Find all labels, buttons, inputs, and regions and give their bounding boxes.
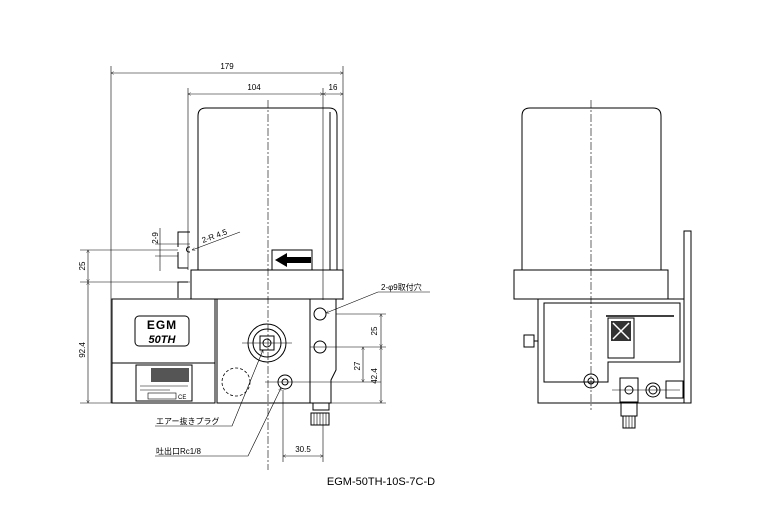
svg-text:25: 25 (78, 261, 87, 270)
pump-body-left (111, 298, 216, 404)
svg-text:42.4: 42.4 (370, 368, 379, 384)
svg-text:27: 27 (353, 361, 362, 370)
mount-plate (310, 298, 337, 404)
dim-offset-right: 16 (323, 83, 343, 94)
svg-text:16: 16 (329, 83, 338, 92)
svg-text:2-9: 2-9 (151, 232, 160, 244)
front-view: 179 104 16 2-9 2-R 4.5 (78, 62, 430, 470)
svg-text:179: 179 (220, 62, 234, 71)
reservoir-tank (521, 107, 662, 270)
flange-plate (190, 269, 344, 300)
dim-tank-width: 104 (188, 83, 323, 94)
svg-text:50TH: 50TH (149, 334, 177, 346)
svg-text:CE: CE (178, 395, 186, 401)
svg-text:25: 25 (370, 326, 379, 335)
side-view (513, 100, 692, 429)
svg-text:吐出口Rc1/8: 吐出口Rc1/8 (156, 446, 201, 456)
svg-text:92.4: 92.4 (78, 342, 87, 358)
svg-text:104: 104 (247, 83, 261, 92)
pump-body-right (214, 299, 311, 404)
mount-plate (683, 230, 692, 404)
warning-label (607, 317, 635, 359)
egm-logo: EGM 50TH (134, 315, 190, 347)
pump-body (537, 298, 685, 404)
arrow-left-icon (275, 253, 311, 267)
model-caption: EGM-50TH-10S-7C-D (327, 476, 435, 488)
svg-text:30.5: 30.5 (295, 445, 311, 454)
outlet-port (265, 374, 381, 390)
svg-text:エアー抜きプラグ: エアー抜きプラグ (156, 416, 220, 426)
dim-overall-width: 179 (111, 62, 343, 73)
side-fitting (523, 334, 535, 348)
svg-text:2-φ9取付穴: 2-φ9取付穴 (381, 282, 422, 292)
svg-text:EGM: EGM (147, 318, 177, 332)
reservoir-tank (197, 107, 338, 270)
nameplate: CE (135, 364, 193, 402)
mount-hole (313, 307, 327, 321)
air-vent-plug (242, 323, 292, 363)
svg-text:2-R 4.5: 2-R 4.5 (201, 227, 229, 245)
